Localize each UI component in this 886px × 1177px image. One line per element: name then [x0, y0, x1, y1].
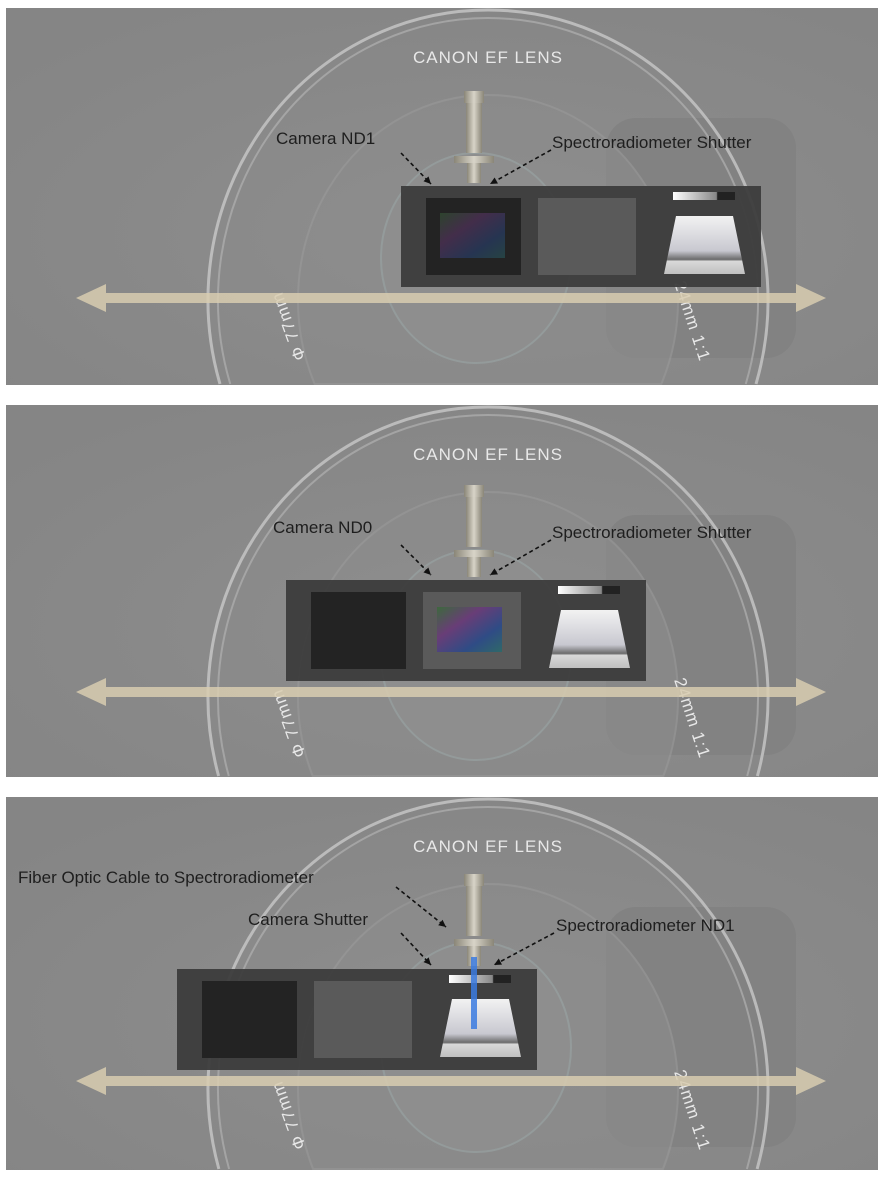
nd-filter-bar [449, 975, 511, 983]
fiber-optic-probe [454, 485, 494, 577]
lens-brand-text: CANON EF LENS [413, 837, 563, 856]
slot-2-gray-filter [538, 198, 636, 275]
filter-carriage [401, 186, 761, 287]
nd-filter-bar [558, 586, 620, 594]
callout-label: Spectroradiometer ND1 [556, 916, 735, 935]
callout-label: Spectroradiometer Shutter [552, 133, 752, 152]
nd-filter-bar [673, 192, 735, 200]
spectroradiometer-aperture [549, 610, 630, 668]
callout-dashed-arrow [489, 149, 552, 185]
movement-double-arrow [76, 284, 826, 312]
callout-label: Camera Shutter [248, 910, 368, 929]
fiber-optic-probe [454, 874, 494, 966]
arrowhead-icon [490, 177, 498, 184]
callout-dashed-arrow [489, 539, 552, 576]
arrowhead-icon [494, 958, 502, 965]
camera-sensor [440, 213, 505, 258]
arrowhead-icon [423, 957, 431, 965]
callout-dashed-arrow [400, 932, 432, 966]
movement-double-arrow [76, 678, 826, 706]
lens-brand-text: CANON EF LENS [413, 48, 563, 67]
callout-label: Spectroradiometer Shutter [552, 523, 752, 542]
slot-2-gray-filter [314, 981, 412, 1058]
arrowhead-icon [438, 919, 446, 927]
arrowhead-icon [423, 176, 431, 184]
arrowhead-icon [490, 568, 498, 575]
spectroradiometer-aperture [664, 216, 745, 274]
lens-brand-text: CANON EF LENS [413, 445, 563, 464]
callout-label: Camera ND0 [273, 518, 372, 537]
slot-1 [311, 592, 406, 669]
fiber-optic-probe [454, 91, 494, 183]
callout-dashed-arrow [395, 886, 447, 928]
arrowhead-icon [423, 567, 431, 575]
callout-dashed-arrow [493, 932, 555, 966]
callout-label: Camera ND1 [276, 129, 375, 148]
lens-outer-ring [206, 405, 770, 777]
filter-carriage [286, 580, 646, 681]
movement-double-arrow [76, 1067, 826, 1095]
callout-label: Fiber Optic Cable to Spectroradiometer [18, 868, 314, 887]
lens-inner-ring [217, 414, 759, 777]
light-beam [471, 957, 477, 1029]
slot-1 [202, 981, 297, 1058]
spectroradiometer-aperture [440, 999, 521, 1057]
filter-carriage [177, 957, 537, 1070]
camera-sensor [437, 607, 502, 652]
